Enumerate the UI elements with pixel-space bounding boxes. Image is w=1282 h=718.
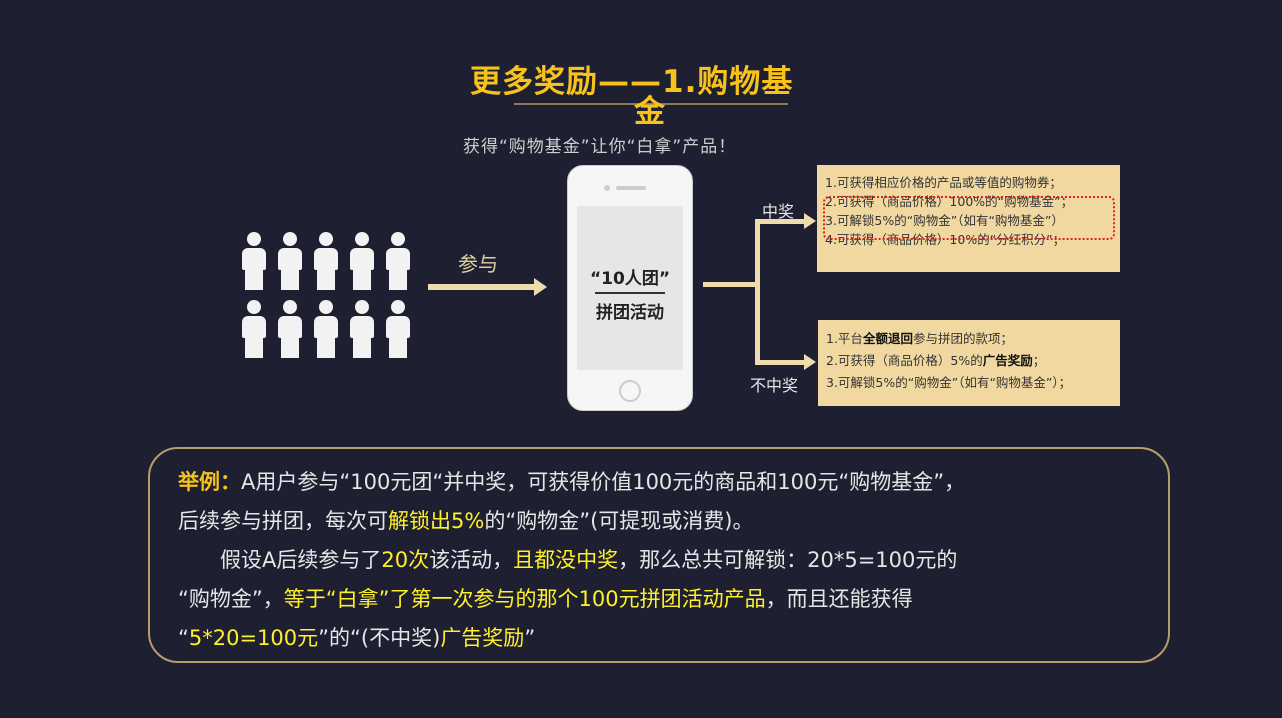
person-icon bbox=[313, 232, 339, 292]
example-text: ” bbox=[524, 626, 536, 650]
phone-line-1: “10人团” bbox=[589, 269, 670, 289]
branch-stem bbox=[703, 282, 759, 287]
highlighted-text: 5*20=100元 bbox=[188, 626, 319, 650]
example-text: 该活动， bbox=[429, 548, 514, 572]
example-text: 后续参与拼团，每次可 bbox=[178, 509, 388, 533]
example-line: “购物金”，等于“白拿”了第一次参与的那个100元拼团活动产品，而且还能获得 bbox=[178, 580, 1168, 619]
arrow-head-icon bbox=[804, 213, 816, 229]
person-icon bbox=[277, 300, 303, 360]
example-text: “ bbox=[178, 626, 189, 650]
slide-title-wrap: 金 bbox=[634, 94, 665, 130]
highlighted-text: 且都没中奖 bbox=[513, 548, 619, 572]
lose-rewards-box: 1.平台全额退回参与拼团的款项；2.可获得（商品价格）5%的广告奖励；3.可解锁… bbox=[818, 320, 1120, 406]
win-item: 3.可解锁5%的“购物金”（如有“购物基金”） bbox=[825, 213, 1064, 228]
arrow-head-icon bbox=[804, 354, 816, 370]
example-text: ，而且还能获得 bbox=[765, 587, 913, 611]
lose-item-text: 全额退回 bbox=[862, 331, 913, 346]
highlighted-text: 解锁出5% bbox=[388, 509, 485, 533]
person-icon bbox=[385, 300, 411, 360]
example-line: 举例：A用户参与“100元团“并中奖，可获得价值100元的商品和100元“购物基… bbox=[178, 463, 1168, 502]
join-arrow bbox=[428, 284, 536, 290]
person-icon bbox=[241, 300, 267, 360]
example-box: 举例：A用户参与“100元团“并中奖，可获得价值100元的商品和100元“购物基… bbox=[148, 447, 1170, 663]
phone-divider bbox=[595, 292, 665, 294]
camera-dot bbox=[604, 185, 610, 191]
example-line: “5*20=100元”的“(不中奖)广告奖励” bbox=[178, 619, 1168, 658]
example-text: ”的“(不中奖) bbox=[318, 626, 441, 650]
win-item: 1.可获得相应价格的产品或等值的购物券； bbox=[825, 175, 1062, 190]
person-icon bbox=[349, 232, 375, 292]
highlight-outline bbox=[823, 196, 1115, 240]
arrow-head-icon bbox=[534, 278, 547, 296]
lose-item-text: 广告奖励 bbox=[982, 353, 1033, 368]
lose-item: 1.平台全额退回参与拼团的款项； bbox=[826, 328, 1112, 350]
speaker-slot bbox=[616, 186, 646, 190]
join-label: 参与 bbox=[458, 252, 498, 276]
win-label: 中奖 bbox=[762, 202, 795, 221]
slide-subtitle: 获得“购物基金”让你“白拿”产品！ bbox=[463, 137, 737, 157]
highlighted-text: 20次 bbox=[381, 548, 430, 572]
title-divider bbox=[514, 103, 788, 105]
lose-item-text: ； bbox=[1032, 353, 1046, 368]
lose-item-text: 参与拼团的款项； bbox=[912, 331, 1013, 346]
example-text: “购物金”， bbox=[178, 587, 284, 611]
phone-screen: “10人团” 拼团活动 bbox=[577, 206, 683, 370]
lose-item-text: 1.平台 bbox=[826, 331, 863, 346]
example-line: 假设A后续参与了20次该活动，且都没中奖，那么总共可解锁：20*5=100元的 bbox=[178, 541, 1168, 580]
lose-item-text: 2.可获得（商品价格）5%的 bbox=[826, 353, 983, 368]
branch-lose-line bbox=[755, 360, 805, 365]
person-icon bbox=[385, 232, 411, 292]
lose-label: 不中奖 bbox=[750, 376, 799, 395]
home-button-icon bbox=[619, 380, 641, 402]
person-icon bbox=[349, 300, 375, 360]
branch-win-line bbox=[755, 219, 805, 224]
phone-icon: “10人团” 拼团活动 bbox=[567, 165, 693, 411]
win-rewards-box: 1.可获得相应价格的产品或等值的购物券； 2.可获得（商品价格）100%的“购物… bbox=[817, 165, 1120, 272]
branch-vertical bbox=[755, 219, 760, 365]
example-text: 假设A后续参与了 bbox=[178, 548, 382, 572]
example-label: 举例： bbox=[178, 470, 241, 494]
example-text: ，那么总共可解锁：20*5=100元的 bbox=[618, 548, 958, 572]
highlighted-text: 等于“白拿”了第一次参与的那个100元拼团活动产品 bbox=[283, 587, 766, 611]
example-text: A用户参与“100元团“并中奖，可获得价值100元的商品和100元“购物基金”， bbox=[241, 470, 966, 494]
person-icon bbox=[313, 300, 339, 360]
slide-title: 更多奖励——1.购物基 bbox=[470, 64, 794, 100]
person-icon bbox=[241, 232, 267, 292]
example-text: 的“购物金”(可提现或消费)。 bbox=[484, 509, 754, 533]
lose-item-text: 3.可解锁5%的“购物金”（如有“购物基金”）； bbox=[826, 375, 1072, 390]
person-icon bbox=[277, 232, 303, 292]
lose-item: 3.可解锁5%的“购物金”（如有“购物基金”）； bbox=[826, 372, 1112, 394]
example-line: 后续参与拼团，每次可解锁出5%的“购物金”(可提现或消费)。 bbox=[178, 502, 1168, 541]
lose-item: 2.可获得（商品价格）5%的广告奖励； bbox=[826, 350, 1112, 372]
highlighted-text: 广告奖励 bbox=[440, 626, 525, 650]
phone-line-2: 拼团活动 bbox=[596, 303, 664, 323]
